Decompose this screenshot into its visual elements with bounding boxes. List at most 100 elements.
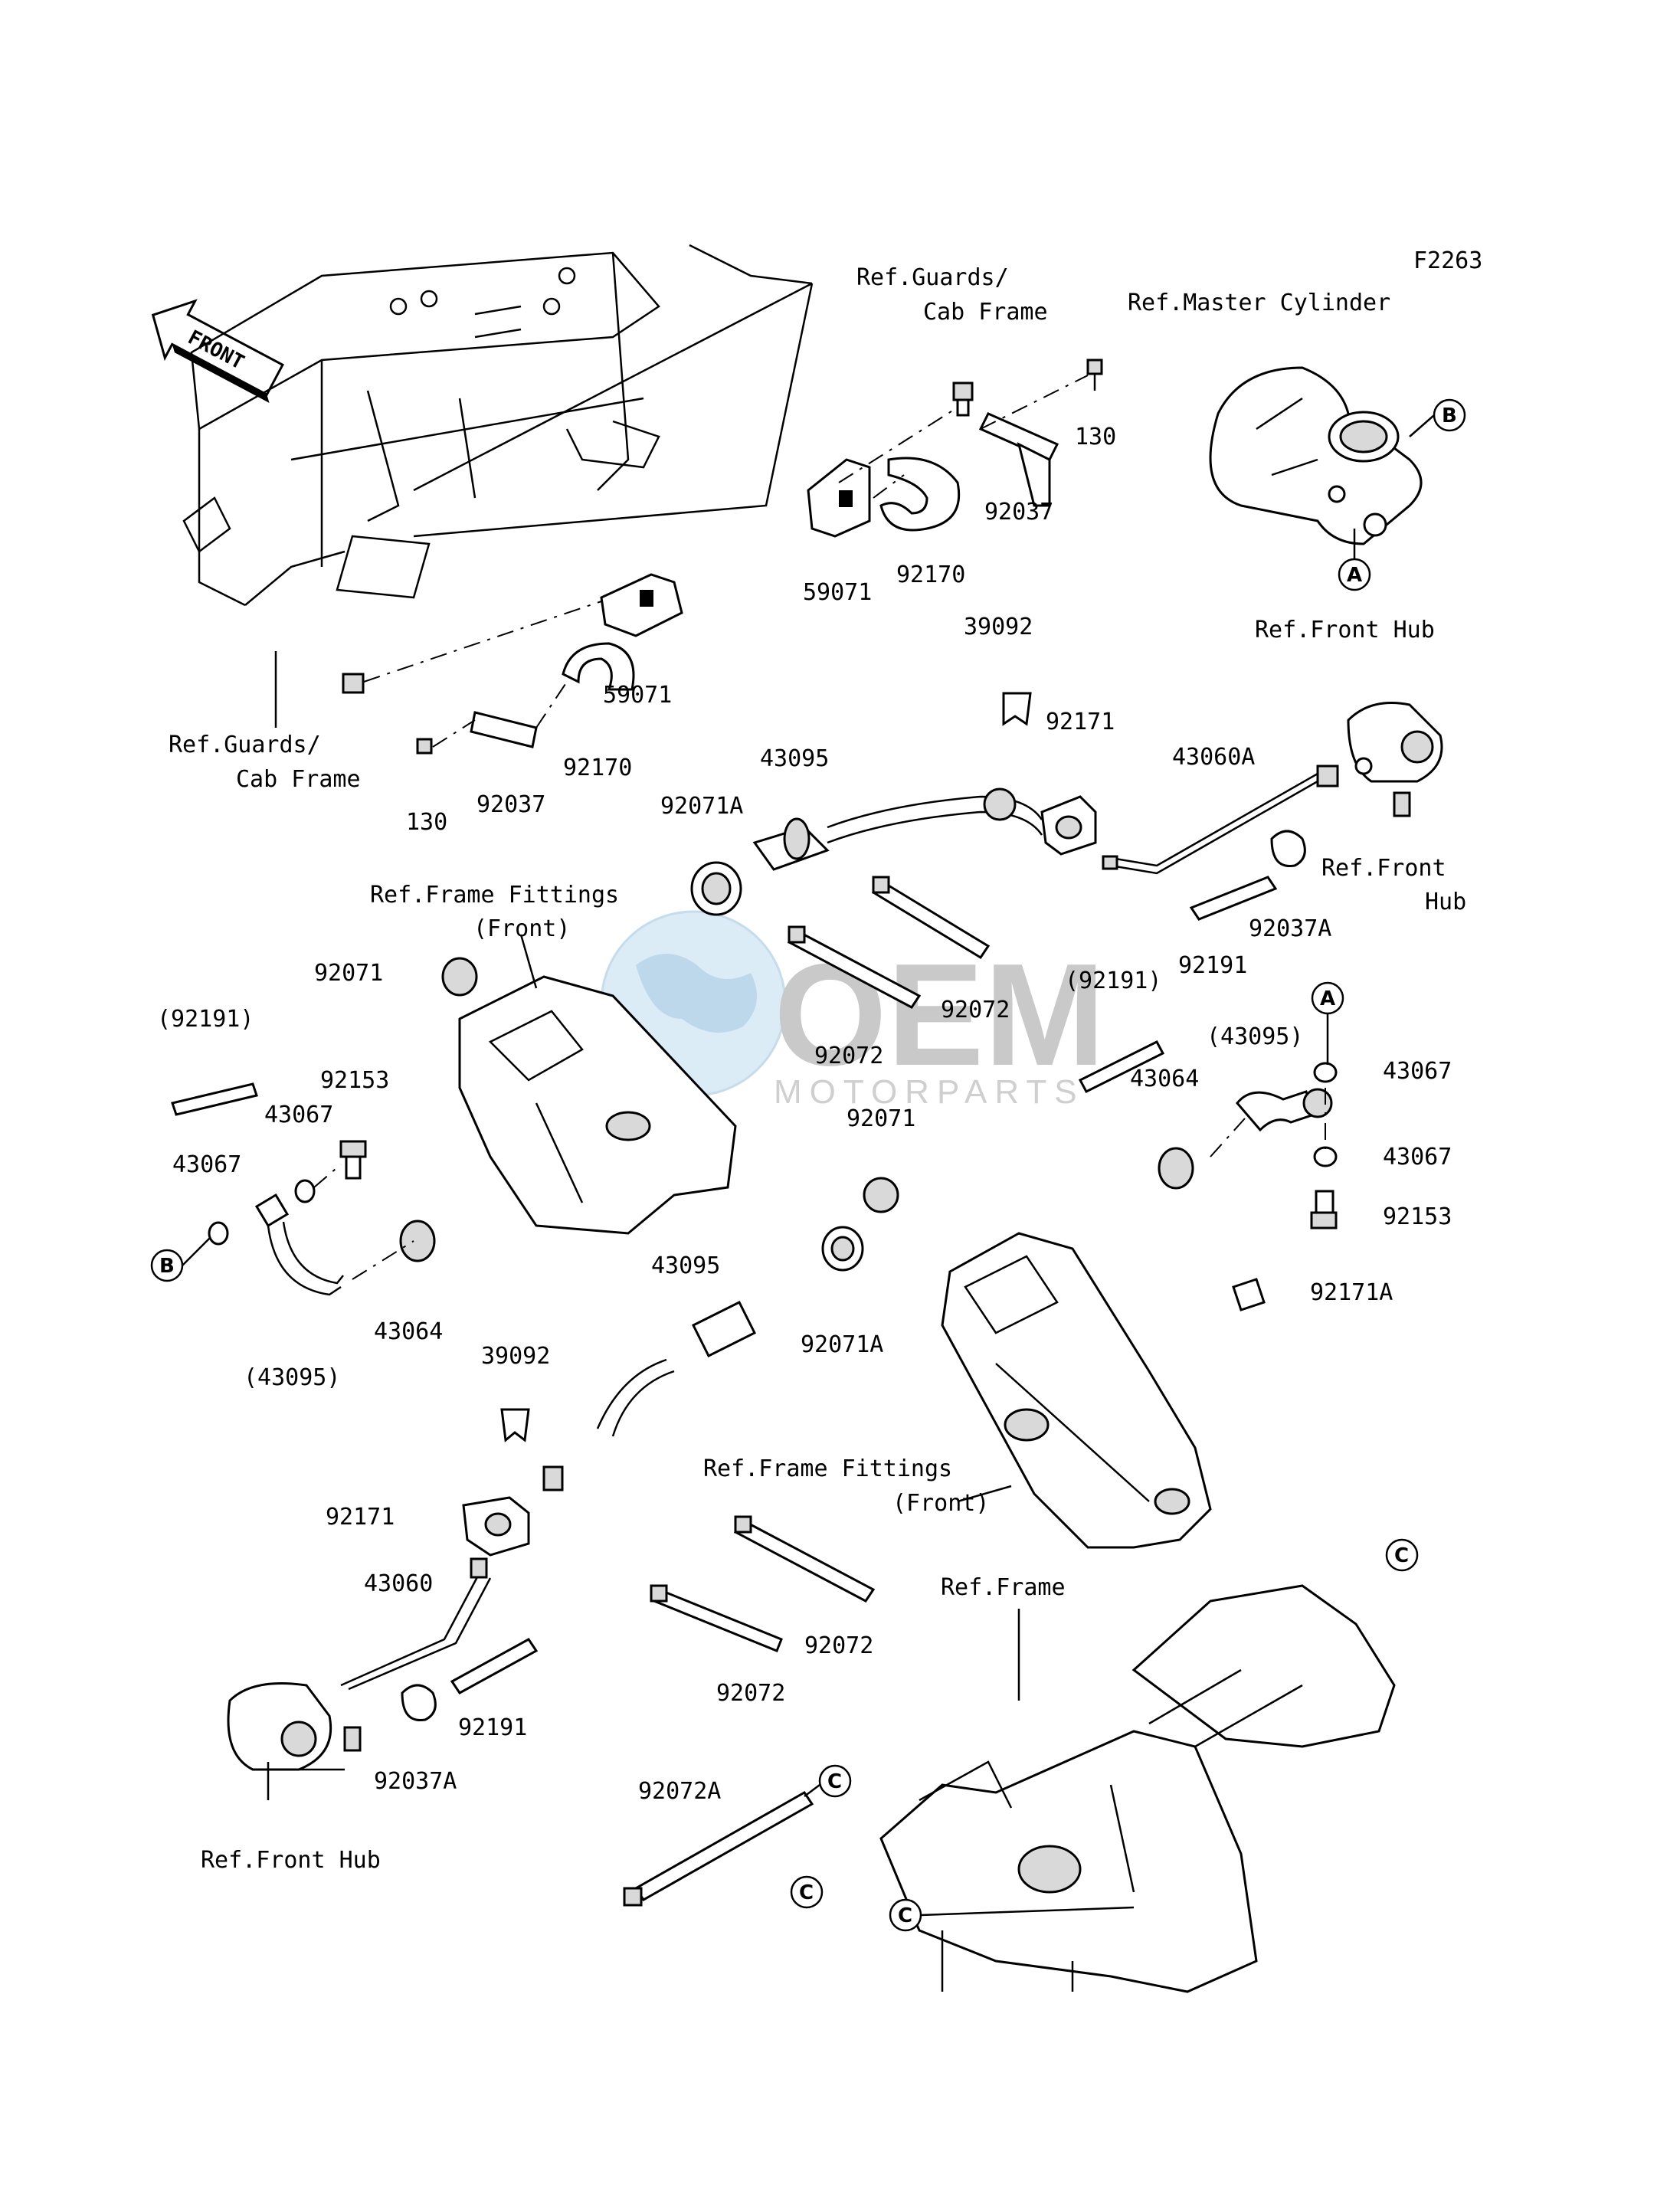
svg-text:B: B bbox=[1442, 404, 1457, 427]
label-92072-a: 92072 bbox=[941, 997, 1010, 1023]
label-92170-top: 92170 bbox=[896, 562, 965, 588]
label-39092-mid: 39092 bbox=[481, 1343, 550, 1370]
label-59071-left: 59071 bbox=[603, 682, 672, 709]
label-92171-left: 92171 bbox=[326, 1504, 395, 1531]
label-92153-right: 92153 bbox=[1383, 1203, 1452, 1230]
label-39092-top: 39092 bbox=[964, 614, 1033, 640]
label-ref-front-hub-top: Ref.Front Hub bbox=[1255, 617, 1435, 643]
leader-callout-b-master bbox=[1409, 414, 1435, 437]
callout-b-master: B bbox=[1433, 398, 1466, 432]
clamp-92037A-bottom bbox=[401, 1684, 437, 1722]
frame-fitting-right bbox=[941, 1232, 1212, 1549]
leader-left-2 bbox=[432, 719, 476, 748]
svg-text:C: C bbox=[1394, 1544, 1409, 1567]
label-92072-c: 92072 bbox=[804, 1632, 873, 1659]
label-92072-b: 92072 bbox=[814, 1043, 883, 1069]
front-hub-top-right bbox=[1347, 702, 1443, 783]
label-92072-d: 92072 bbox=[716, 1680, 785, 1707]
cable-tie-92072-b bbox=[787, 925, 922, 1009]
label-43064-left: 43064 bbox=[374, 1318, 443, 1345]
label-43067-right2: 43067 bbox=[1383, 1144, 1452, 1171]
svg-text:A: A bbox=[1347, 564, 1362, 587]
callout-c-frame-bottom: C bbox=[889, 1898, 922, 1932]
label-92071A-mid: 92071A bbox=[801, 1331, 883, 1358]
label-92170-left: 92170 bbox=[563, 755, 632, 781]
label-43060: 43060 bbox=[364, 1570, 433, 1597]
leader-left-1 bbox=[363, 601, 602, 683]
label-43064-right: 43064 bbox=[1130, 1066, 1199, 1092]
bolt-guard-left bbox=[342, 673, 365, 694]
grommet-43064-right bbox=[1158, 1147, 1194, 1190]
bolt-130-top bbox=[1086, 359, 1103, 391]
clamp-92171-left bbox=[462, 1496, 530, 1557]
leader-left-bolt bbox=[313, 1164, 342, 1188]
bleeder-front-hub-bottom bbox=[343, 1726, 362, 1752]
svg-text:C: C bbox=[898, 1904, 912, 1927]
callout-c-tie: C bbox=[818, 1764, 852, 1798]
clip-39092-mid bbox=[500, 1408, 530, 1442]
grommet-92071-mid bbox=[863, 1177, 899, 1213]
label-43095-paren-left: (43095) bbox=[244, 1364, 340, 1391]
bolt-92153-left bbox=[339, 1140, 367, 1180]
leader-callout-c-frame-bottom bbox=[920, 1906, 1135, 1917]
tube-92191-right bbox=[1189, 876, 1278, 921]
label-43060A: 43060A bbox=[1172, 744, 1255, 771]
leader-ref-front-hub-b bbox=[267, 1762, 345, 1800]
clamp-92170-left bbox=[562, 642, 635, 691]
bolt-130-left bbox=[416, 738, 433, 755]
brake-hose-43095-upper bbox=[752, 787, 1043, 871]
label-43095-mid: 43095 bbox=[651, 1252, 720, 1279]
label-ref-guards-cab-l1: Ref.Guards/ bbox=[169, 732, 321, 758]
clip-92171A bbox=[1232, 1278, 1266, 1311]
label-ref-front-hub-bottom: Ref.Front Hub bbox=[201, 1847, 381, 1874]
clamp-59071-left bbox=[600, 573, 683, 637]
label-92072A: 92072A bbox=[638, 1778, 721, 1805]
cable-tie-92072A bbox=[623, 1791, 814, 1907]
leader-callout-b-left bbox=[182, 1236, 211, 1266]
cable-tie-92072-d bbox=[650, 1584, 783, 1652]
svg-text:B: B bbox=[159, 1255, 175, 1278]
label-59071-top: 59071 bbox=[803, 579, 872, 606]
clamp-92171-top bbox=[1040, 795, 1097, 856]
label-92171-top: 92171 bbox=[1046, 709, 1115, 735]
cable-tie-92072-a bbox=[871, 876, 991, 960]
leader-top-3 bbox=[980, 375, 1089, 430]
leader-ref-frame-fit-left bbox=[519, 934, 538, 989]
leader-ref-frame-fit-mid bbox=[957, 1485, 1012, 1503]
master-cylinder bbox=[1209, 366, 1423, 545]
cable-tie-92072-c bbox=[733, 1515, 876, 1603]
callout-c-right: C bbox=[1385, 1538, 1419, 1572]
label-92037A-right: 92037A bbox=[1249, 915, 1331, 942]
label-ref-master-cylinder: Ref.Master Cylinder bbox=[1128, 290, 1390, 316]
leader-top-1 bbox=[838, 409, 955, 483]
label-ref-guards-cab-l2: Cab Frame bbox=[236, 766, 361, 793]
washer-43067-left2 bbox=[208, 1221, 229, 1246]
label-130-left: 130 bbox=[406, 809, 447, 836]
brake-hose-43095-right-paren bbox=[1236, 1088, 1333, 1132]
svg-text:C: C bbox=[799, 1881, 814, 1904]
figure-code: F2263 bbox=[1413, 247, 1482, 274]
leader-top-2 bbox=[873, 474, 905, 499]
label-92037A-bottom: 92037A bbox=[374, 1768, 457, 1795]
label-43095-paren-right: (43095) bbox=[1207, 1023, 1303, 1050]
grommet-92071A-top bbox=[690, 861, 742, 916]
tube-92191-right-paren bbox=[1078, 1040, 1165, 1093]
bolt-92153-right bbox=[1310, 1190, 1338, 1229]
label-92071A-top: 92071A bbox=[660, 793, 743, 820]
label-92037-top: 92037 bbox=[984, 499, 1053, 526]
bleeder-front-hub-right bbox=[1393, 791, 1411, 817]
tube-92191-left bbox=[171, 1082, 258, 1116]
label-130-top: 130 bbox=[1075, 424, 1116, 450]
callout-b-left: B bbox=[150, 1249, 184, 1282]
label-92191-bottom: 92191 bbox=[458, 1714, 527, 1741]
label-92191-paren-right: (92191) bbox=[1065, 968, 1161, 994]
label-92191-right: 92191 bbox=[1178, 952, 1247, 979]
tube-92191-bottom bbox=[450, 1638, 539, 1694]
grommet-92071A-mid bbox=[821, 1226, 864, 1272]
label-43067-left2: 43067 bbox=[172, 1151, 241, 1178]
leader-left-3 bbox=[535, 681, 568, 729]
callout-a-right: A bbox=[1311, 981, 1344, 1015]
label-ref-guards-cab-top-2: Cab Frame bbox=[923, 299, 1048, 326]
bracket-92037-left bbox=[470, 711, 538, 748]
